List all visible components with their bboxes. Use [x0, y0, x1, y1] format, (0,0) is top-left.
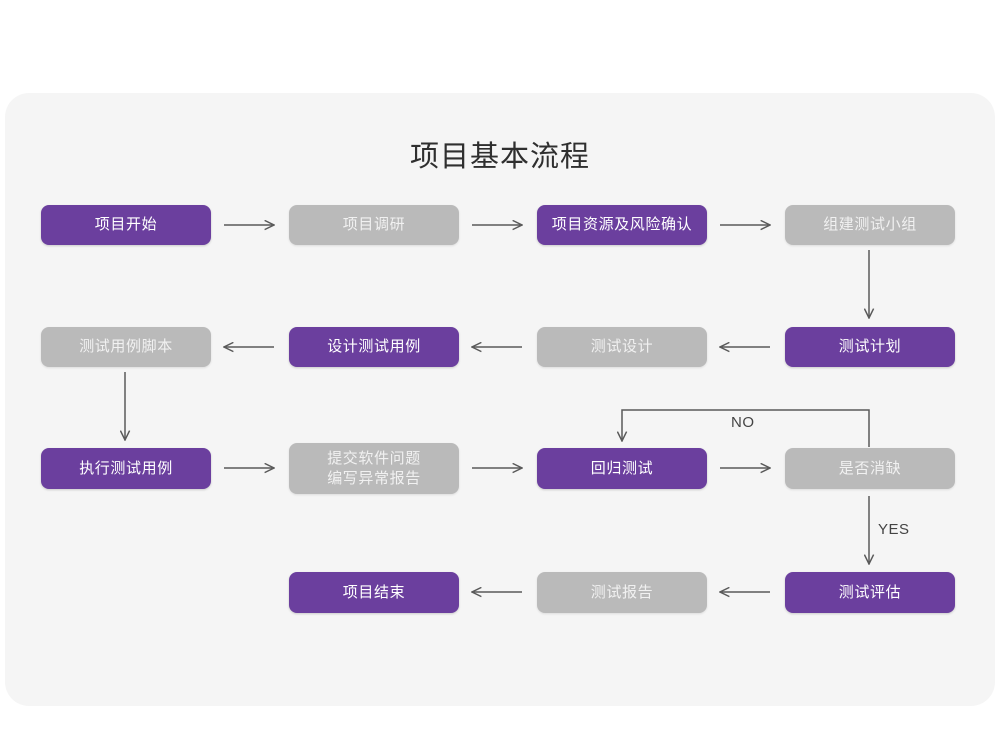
node-project-end[interactable]: 项目结束: [289, 572, 459, 613]
node-project-start[interactable]: 项目开始: [41, 205, 211, 245]
node-design-test-case[interactable]: 设计测试用例: [289, 327, 459, 367]
node-label: 提交软件问题 编写异常报告: [327, 449, 421, 487]
node-label: 测试用例脚本: [79, 338, 173, 355]
node-execute-test-case[interactable]: 执行测试用例: [41, 448, 211, 489]
node-label: 测试设计: [590, 338, 654, 355]
flowchart-card: [5, 93, 995, 706]
node-label: 项目资源及风险确认: [551, 216, 693, 233]
node-defect-cleared[interactable]: 是否消缺: [785, 448, 955, 489]
edge-label-yes: YES: [878, 521, 910, 538]
node-label: 测试评估: [838, 583, 902, 601]
node-label: 测试计划: [838, 338, 902, 355]
node-submit-issue-report[interactable]: 提交软件问题 编写异常报告: [289, 443, 459, 494]
node-label: 执行测试用例: [79, 459, 173, 477]
node-test-case-script[interactable]: 测试用例脚本: [41, 327, 211, 367]
node-resource-risk-confirm[interactable]: 项目资源及风险确认: [537, 205, 707, 245]
page-title: 项目基本流程: [409, 141, 590, 173]
edge-label-no: NO: [731, 414, 755, 431]
node-label: 设计测试用例: [327, 338, 421, 355]
node-test-design[interactable]: 测试设计: [537, 327, 707, 367]
node-label: 组建测试小组: [823, 216, 917, 233]
node-test-evaluation[interactable]: 测试评估: [785, 572, 955, 613]
node-regression-test[interactable]: 回归测试: [537, 448, 707, 489]
node-label: 项目结束: [342, 583, 406, 601]
node-project-research[interactable]: 项目调研: [289, 205, 459, 245]
node-label: 测试报告: [590, 583, 654, 601]
node-test-plan[interactable]: 测试计划: [785, 327, 955, 367]
node-label: 项目调研: [342, 216, 406, 233]
node-test-report[interactable]: 测试报告: [537, 572, 707, 613]
node-label: 回归测试: [590, 459, 654, 477]
node-label: 项目开始: [94, 216, 158, 233]
node-form-test-team[interactable]: 组建测试小组: [785, 205, 955, 245]
node-label: 是否消缺: [838, 459, 902, 477]
